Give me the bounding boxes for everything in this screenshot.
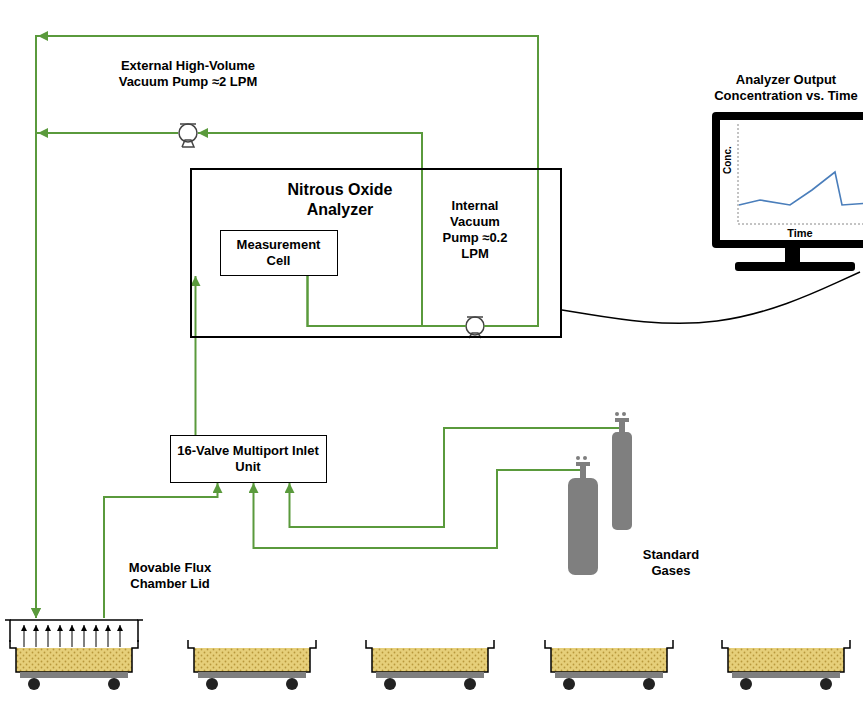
inlet-line: [195, 276, 197, 435]
pump-symbol: [179, 124, 197, 147]
gas-cylinder: [612, 412, 632, 530]
flux-arrows: [24, 625, 120, 647]
junction-arrowhead: [38, 128, 48, 138]
lid-edge: [5, 620, 10, 642]
axis-label: Time: [780, 227, 820, 240]
internal-vacuum-pump: Internal Vacuum Pump ≈0.2 LPM: [436, 198, 514, 338]
pump-mark: [180, 123, 196, 125]
standard-gas-line: [254, 470, 581, 548]
exhaust-line: [308, 276, 467, 326]
analyzer-box: Measurement Cell Internal Vacuum Pump ≈0.…: [190, 168, 562, 338]
flux-arrow: [120, 625, 121, 647]
y-axis: [738, 124, 739, 224]
pump-symbol: [466, 317, 484, 338]
monitor-frame: [712, 112, 863, 248]
axis-label: Conc.: [722, 143, 734, 177]
concentration-trace: [739, 172, 863, 205]
flux-arrow: [72, 625, 73, 647]
cylinder-neck: [580, 466, 586, 479]
monitor-neck: [785, 248, 800, 262]
analyzer-monitor: Analyzer Output Concentration vs. TimeCo…: [710, 112, 863, 272]
text-slot: Conc.: [722, 143, 734, 177]
measurement-cell-box: Measurement Cell: [220, 230, 338, 276]
flux-arrow: [60, 625, 61, 647]
text-slot: External High-Volume Vacuum Pump ≈2 LPM: [108, 58, 268, 90]
analyzer-title: Nitrous Oxide Analyzer: [270, 180, 410, 219]
flux-tub: [722, 640, 850, 690]
text-slot: 16-Valve Multiport Inlet Unit: [175, 443, 322, 475]
data-cable: [562, 272, 860, 323]
flux-arrow: [48, 625, 49, 647]
pump-stand: [182, 140, 194, 147]
text-slot: Standard Gases: [638, 547, 704, 579]
text-slot: Internal Vacuum Pump ≈0.2 LPM: [436, 198, 514, 261]
sample-line: [104, 483, 218, 618]
x-axis: [738, 224, 863, 225]
cylinder-label: Standard Gases: [638, 547, 704, 579]
chamber-lid: [5, 620, 143, 642]
standard-gas-line: [290, 428, 620, 527]
valve-knob: [576, 456, 580, 460]
flux-arrow: [108, 625, 109, 647]
cylinder-body: [612, 432, 632, 530]
monitor-base: [735, 262, 855, 271]
text-slot: Time: [780, 227, 820, 240]
chamber-label: Movable Flux Chamber Lid: [110, 560, 230, 592]
node-label: Measurement Cell: [225, 237, 333, 269]
text-slot: Measurement Cell: [225, 237, 333, 269]
flux-tub: [545, 640, 673, 690]
text-slot: Movable Flux Chamber Lid: [110, 560, 230, 592]
cylinder-valve: [576, 462, 590, 466]
cylinder-neck: [619, 422, 625, 434]
gas-cylinder: [568, 456, 598, 575]
monitor-screen: [720, 120, 863, 240]
monitor: [712, 112, 863, 271]
cylinder-valve: [615, 418, 629, 422]
flux-arrow: [36, 625, 37, 647]
standard-gases: Standard Gases: [562, 415, 687, 585]
node-label: 16-Valve Multiport Inlet Unit: [175, 443, 322, 475]
external-vacuum-pump: External High-Volume Vacuum Pump ≈2 LPM: [108, 58, 268, 148]
flux-chamber: Movable Flux Chamber Lid: [8, 618, 142, 692]
flux-tub: [188, 640, 316, 690]
node-label: Internal Vacuum Pump ≈0.2 LPM: [436, 198, 514, 261]
flux-arrow: [84, 625, 85, 647]
valve-knob: [583, 456, 587, 460]
cylinder-body: [568, 478, 598, 575]
flux-arrow: [96, 625, 97, 647]
junction-arrowhead: [38, 31, 48, 41]
exhaust-line: [198, 133, 422, 326]
lid-edge: [138, 620, 143, 642]
flux-arrow: [24, 625, 25, 647]
valve-knob: [615, 412, 619, 416]
lid-top: [10, 619, 138, 621]
text-slot: Nitrous Oxide Analyzer: [270, 180, 410, 219]
multiport-inlet-box: 16-Valve Multiport Inlet Unit: [170, 435, 327, 483]
flux-tub: [366, 640, 494, 690]
valve-knob: [622, 412, 626, 416]
text-slot: Analyzer Output Concentration vs. Time: [710, 72, 862, 104]
return-line: [36, 133, 178, 618]
pump-mark: [467, 316, 483, 318]
output-title: Analyzer Output Concentration vs. Time: [710, 72, 862, 104]
flux-tub: [10, 640, 138, 690]
node-label: External High-Volume Vacuum Pump ≈2 LPM: [108, 58, 268, 90]
return-line: [36, 36, 538, 618]
